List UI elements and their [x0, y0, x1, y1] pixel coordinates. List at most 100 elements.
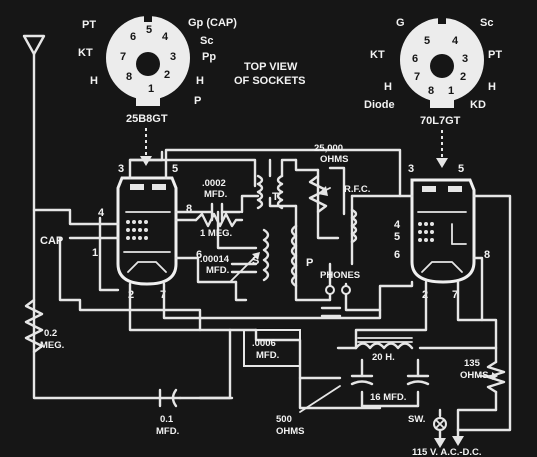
coil-t2 [276, 174, 284, 210]
label-coil-t: T [272, 191, 279, 203]
label-coil-p: P [306, 257, 313, 269]
socket-right-pin-8: 8 [428, 85, 434, 97]
socket-left-pin-2: 2 [164, 69, 170, 81]
label-r135-2: OHMS [460, 370, 489, 381]
label-r135-1: 135 [464, 358, 481, 369]
label-cap: CAP [40, 235, 63, 247]
label-sw: SW. [408, 414, 425, 425]
tube-right-pin-7: 7 [452, 289, 458, 301]
title-line1: TOP VIEW [244, 61, 298, 73]
tube-right-pin-4: 4 [394, 219, 401, 231]
socket-right-pin-5: 5 [424, 35, 430, 47]
title-line2: OF SOCKETS [234, 75, 306, 87]
resistor-1-meg [194, 212, 244, 228]
tube-right-pin-8: 8 [484, 249, 490, 261]
label-c0002-1: .0002 [202, 178, 226, 189]
socket-left-label-h2: H [196, 75, 204, 87]
tube-left-pin-4: 4 [98, 207, 105, 219]
tube-70l7gt [410, 178, 476, 284]
socket-right-name: 70L7GT [420, 115, 461, 127]
tube-25b8gt [116, 176, 178, 286]
socket-right-pin-2: 2 [460, 71, 466, 83]
tube-left-pin-8: 8 [186, 203, 192, 215]
label-rfc: R.F.C. [344, 184, 370, 195]
socket-right-label-kt: KT [370, 49, 385, 61]
label-r500-1: 500 [276, 414, 292, 425]
socket-right-label-h2: H [488, 81, 496, 93]
socket-left-pin-4: 4 [162, 31, 169, 43]
socket-right-pin-6: 6 [412, 53, 418, 65]
label-pot-2: OHMS [320, 154, 349, 165]
socket-25b8gt: 6 5 4 3 7 2 8 1 [106, 14, 190, 106]
potentiometer-25000 [308, 174, 331, 214]
tube-left-pin-1: 1 [92, 247, 98, 259]
capacitor-0006 [320, 306, 342, 318]
socket-left-label-p: P [194, 95, 201, 107]
coil-rfc [350, 208, 358, 244]
socket-right-label-pt: PT [488, 49, 502, 61]
tube-right-pin-5b: 5 [394, 231, 400, 243]
label-c0006-2: MFD. [256, 350, 279, 361]
socket-right-label-kd: KD [470, 99, 486, 111]
pointer-500 [299, 385, 341, 413]
socket-left-pin-1: 1 [148, 83, 154, 95]
socket-70l7gt: 5 4 6 3 7 2 8 1 [400, 16, 484, 108]
label-r02-1: 0.2 [44, 328, 57, 339]
label-r1meg: 1 MEG. [200, 228, 232, 239]
tube-left-pin-3: 3 [118, 163, 124, 175]
phones-jack-left [325, 285, 335, 295]
label-phones: PHONES [320, 270, 360, 281]
resistor-0-2-meg [24, 298, 44, 354]
tube-right-pin-5: 5 [458, 163, 464, 175]
socket-left-pin-8: 8 [126, 71, 132, 83]
tube-left-pin-6: 6 [196, 249, 202, 261]
label-r500-2: OHMS [276, 426, 305, 437]
coil-p [290, 224, 298, 288]
label-c00014-2: MFD. [206, 265, 229, 276]
label-pot-1: 25,000 [314, 143, 343, 154]
label-c0002-2: MFD. [204, 189, 227, 200]
label-coil-s: S [252, 255, 259, 267]
socket-right-pin-3: 3 [462, 53, 468, 65]
socket-left-label-sc: Sc [200, 35, 213, 47]
capacitor-00014 [229, 252, 260, 283]
label-c16: 16 MFD. [370, 392, 406, 403]
socket-left-pin-3: 3 [170, 51, 176, 63]
coil-s [262, 228, 270, 282]
capacitor-16mfd-a [350, 374, 374, 386]
label-mains: 115 V. A.C.-D.C. [412, 447, 482, 457]
label-c0006-1: .0006 [252, 338, 276, 349]
choke-20h [354, 342, 414, 350]
label-r02-2: MEG. [40, 340, 64, 351]
label-c01-1: 0.1 [160, 414, 174, 425]
socket-left-pin-6: 6 [130, 31, 136, 43]
socket-right-pin-1: 1 [448, 85, 454, 97]
socket-right-label-diode: Diode [364, 99, 395, 111]
socket-right-pin-4: 4 [452, 35, 459, 47]
socket-left-label-h1: H [90, 75, 98, 87]
antenna-symbol [22, 34, 46, 307]
socket-left-pin-7: 7 [120, 51, 126, 63]
socket-left-name: 25B8GT [126, 113, 168, 125]
phones-jack-right [341, 285, 351, 295]
label-choke: 20 H. [372, 352, 395, 363]
socket-left-label-kt: KT [78, 47, 93, 59]
label-c01-2: MFD. [156, 426, 179, 437]
socket-right-pin-7: 7 [414, 71, 420, 83]
tube-right-pin-3: 3 [408, 163, 414, 175]
socket-left-label-gp: Gp (CAP) [188, 17, 237, 29]
coil-t [256, 174, 264, 210]
capacitor-0-1mfd [158, 388, 182, 408]
socket-left-pin-5: 5 [146, 24, 152, 36]
label-c00014-1: .00014 [200, 254, 230, 265]
socket-right-label-g: G [396, 17, 405, 29]
socket-right-label-sc: Sc [480, 17, 493, 29]
tube-right-pin-6: 6 [394, 249, 400, 261]
socket-right-label-h1: H [384, 81, 392, 93]
tube-left-pin-5: 5 [172, 163, 178, 175]
capacitor-16mfd-b [406, 374, 430, 386]
socket-left-label-pt: PT [82, 19, 96, 31]
socket-left-label-pp: Pp [202, 51, 216, 63]
